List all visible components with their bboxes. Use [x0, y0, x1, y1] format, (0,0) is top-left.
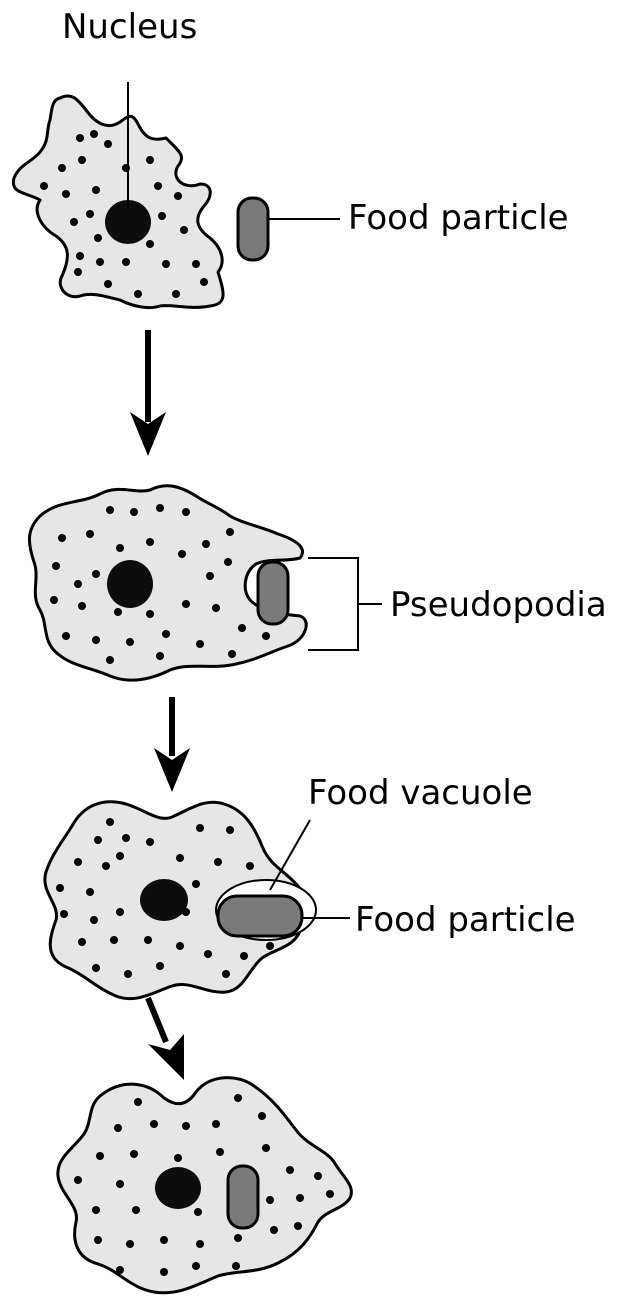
food-vacuole-label: Food vacuole — [308, 773, 533, 813]
nucleus-label: Nucleus — [62, 7, 197, 47]
food-particle-1-label: Food particle — [348, 198, 569, 238]
food-particle-1 — [238, 198, 268, 260]
pseudopodia-bracket — [308, 558, 382, 650]
stage-3-amoeba — [45, 802, 316, 999]
stage-4-amoeba — [58, 1078, 352, 1293]
amoeba-cell-1 — [13, 96, 223, 308]
food-particle-3 — [218, 896, 302, 936]
nucleus-3 — [140, 879, 188, 921]
arrow-1 — [130, 330, 166, 456]
stage-1-amoeba — [13, 96, 268, 308]
stage-2-amoeba — [29, 486, 306, 681]
pseudopodia-label: Pseudopodia — [390, 585, 607, 625]
food-particle-4 — [228, 1166, 258, 1228]
nucleus-2 — [107, 560, 153, 608]
amoeba-cell-4 — [58, 1078, 352, 1293]
arrow-3 — [148, 998, 184, 1080]
food-particle-2-label: Food particle — [355, 900, 576, 940]
arrow-2 — [154, 697, 190, 792]
food-particle-2 — [258, 562, 288, 624]
nucleus-4 — [155, 1167, 201, 1209]
